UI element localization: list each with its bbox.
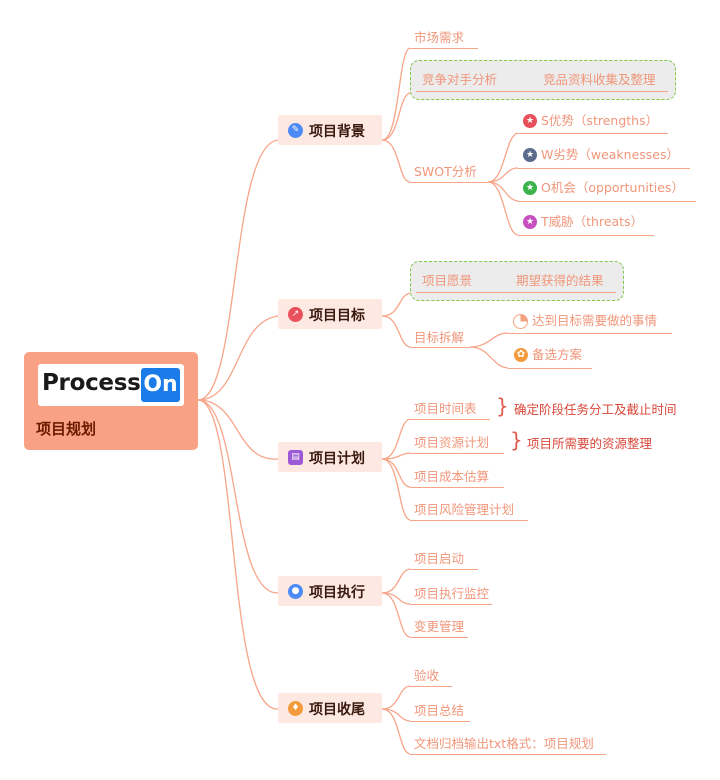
branch-label: 项目收尾 bbox=[309, 702, 365, 718]
topic-underline bbox=[508, 333, 672, 334]
topic-underline bbox=[410, 453, 504, 454]
topic-underline bbox=[410, 182, 488, 183]
highlight-box-competitor bbox=[410, 60, 676, 100]
topic-project-summary[interactable]: 项目总结 bbox=[414, 703, 465, 718]
branch-label: 项目计划 bbox=[309, 451, 365, 467]
topic-underline bbox=[518, 235, 654, 236]
bulb-icon: ♦ bbox=[288, 701, 303, 716]
topic-underline bbox=[518, 168, 690, 169]
branch-project-execution[interactable]: ● 项目执行 bbox=[278, 576, 382, 606]
branch-project-background[interactable]: ✎ 项目背景 bbox=[278, 115, 382, 145]
branch-label: 项目目标 bbox=[309, 308, 365, 324]
topic-underline bbox=[410, 48, 478, 49]
topic-underline bbox=[410, 569, 478, 570]
topic-competitor-aside[interactable]: 竞品资料收集及整理 bbox=[543, 72, 656, 87]
topic-resource-plan[interactable]: 项目资源计划 bbox=[414, 435, 490, 450]
topic-underline bbox=[410, 754, 606, 755]
star-icon: ★ bbox=[523, 148, 537, 162]
topic-risk-plan[interactable]: 项目风险管理计划 bbox=[414, 502, 515, 517]
trend-icon: ↗ bbox=[288, 307, 303, 322]
user-icon: ● bbox=[288, 584, 303, 599]
topic-goal-breakdown[interactable]: 目标拆解 bbox=[414, 330, 465, 345]
topic-vision-aside[interactable]: 期望获得的结果 bbox=[516, 273, 604, 288]
star-icon: ★ bbox=[523, 181, 537, 195]
topic-swot-t[interactable]: T威胁（threats） bbox=[541, 214, 644, 229]
topic-underline bbox=[410, 520, 528, 521]
topic-underline bbox=[508, 368, 592, 369]
topic-underline bbox=[410, 604, 492, 605]
branch-project-plan[interactable]: ▤ 项目计划 bbox=[278, 442, 382, 472]
processon-logo: Process On bbox=[38, 364, 184, 406]
topic-project-start[interactable]: 项目启动 bbox=[414, 551, 465, 566]
topic-acceptance[interactable]: 验收 bbox=[414, 668, 440, 683]
topic-underline bbox=[518, 133, 668, 134]
star-icon: ★ bbox=[523, 215, 537, 229]
topic-underline bbox=[410, 487, 504, 488]
logo-on-badge: On bbox=[141, 368, 180, 402]
topic-underline bbox=[518, 201, 696, 202]
branch-project-closing[interactable]: ♦ 项目收尾 bbox=[278, 693, 382, 723]
topic-underline bbox=[410, 419, 490, 420]
topic-cost-estimate[interactable]: 项目成本估算 bbox=[414, 469, 490, 484]
branch-label: 项目执行 bbox=[309, 585, 365, 601]
note-timeline[interactable]: 确定阶段任务分工及截止时间 bbox=[514, 402, 677, 417]
topic-goal-tasks[interactable]: 达到目标需要做的事情 bbox=[532, 313, 658, 328]
branch-label: 项目背景 bbox=[309, 124, 365, 140]
logo-process-text: Process bbox=[42, 370, 141, 396]
topic-change-management[interactable]: 变更管理 bbox=[414, 619, 465, 634]
gear-icon: ✿ bbox=[514, 348, 528, 362]
pie-chart-icon bbox=[513, 314, 528, 329]
topic-alternatives[interactable]: 备选方案 bbox=[532, 347, 583, 362]
topic-underline bbox=[410, 347, 470, 348]
topic-underline bbox=[416, 292, 616, 293]
topic-swot-o[interactable]: O机会（opportunities） bbox=[541, 180, 684, 195]
topic-market-demand[interactable]: 市场需求 bbox=[414, 30, 465, 45]
topic-underline bbox=[416, 91, 668, 92]
topic-underline bbox=[410, 637, 468, 638]
highlight-box-vision bbox=[410, 261, 624, 301]
topic-underline bbox=[410, 721, 470, 722]
topic-swot[interactable]: SWOT分析 bbox=[414, 164, 477, 179]
topic-execution-monitor[interactable]: 项目执行监控 bbox=[414, 586, 490, 601]
curly-brace-icon: } bbox=[496, 394, 509, 418]
topic-swot-w[interactable]: W劣势（weaknesses） bbox=[541, 147, 680, 162]
topic-project-vision[interactable]: 项目愿景 bbox=[422, 273, 473, 288]
star-icon: ★ bbox=[523, 114, 537, 128]
topic-document-archive[interactable]: 文档归档输出txt格式：项目规划 bbox=[414, 736, 594, 751]
topic-swot-s[interactable]: S优势（strengths） bbox=[541, 113, 659, 128]
calendar-icon: ▤ bbox=[288, 450, 303, 465]
topic-competitor-analysis[interactable]: 竞争对手分析 bbox=[422, 72, 498, 87]
curly-brace-icon: } bbox=[510, 428, 523, 452]
topic-underline bbox=[410, 686, 452, 687]
topic-timeline[interactable]: 项目时间表 bbox=[414, 401, 477, 416]
pencil-icon: ✎ bbox=[288, 123, 303, 138]
note-resource-plan[interactable]: 项目所需要的资源整理 bbox=[527, 436, 653, 451]
root-node[interactable]: Process On 项目规划 bbox=[24, 352, 198, 450]
root-title: 项目规划 bbox=[36, 420, 97, 438]
branch-project-goal[interactable]: ↗ 项目目标 bbox=[278, 299, 382, 329]
